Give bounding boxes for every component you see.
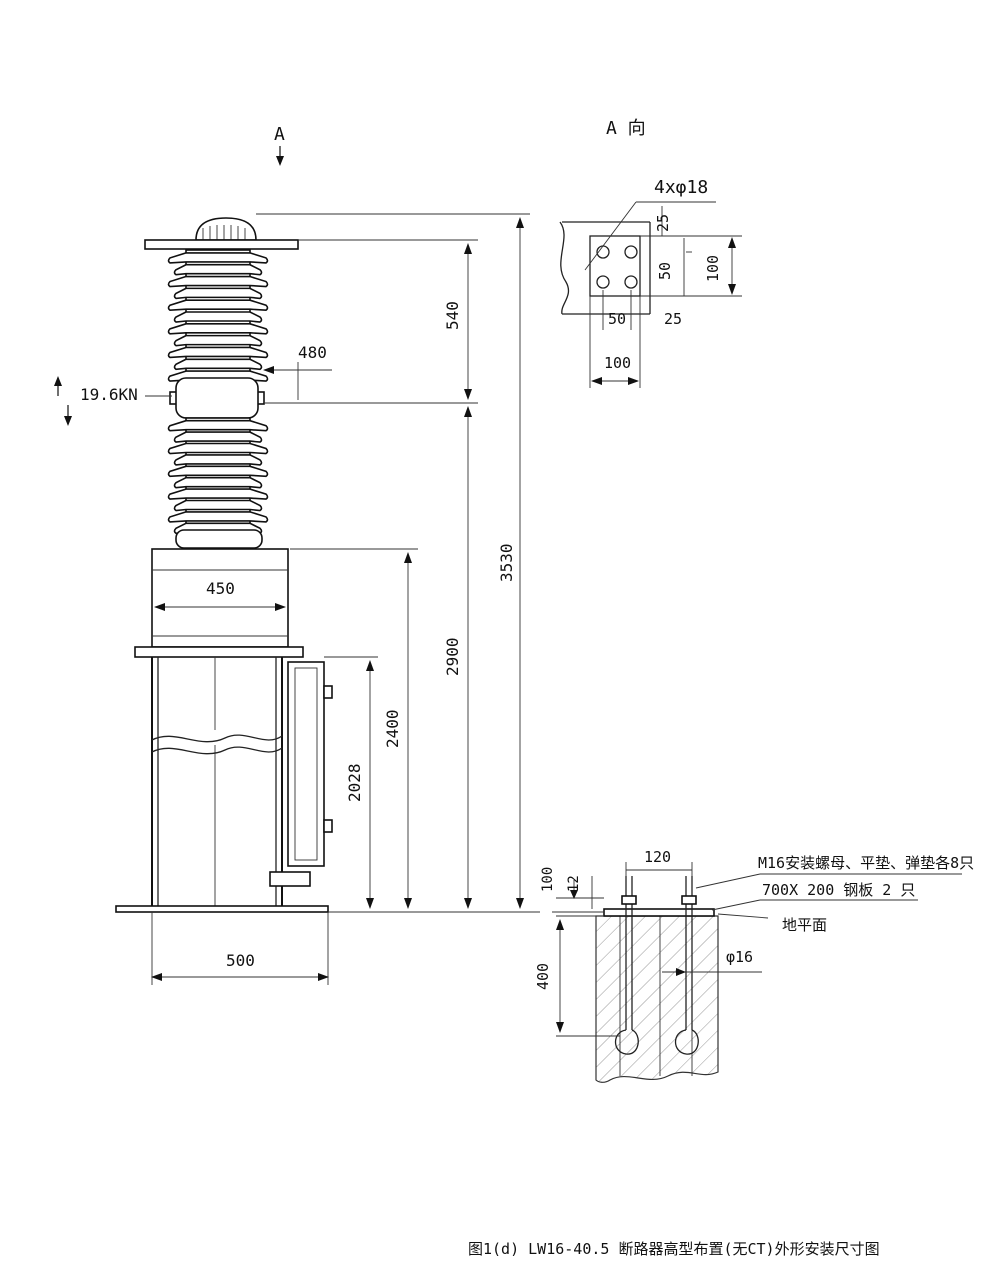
insulator-shed <box>167 465 269 478</box>
dim-12-label: 12 <box>566 875 582 892</box>
operating-box-inner <box>294 667 318 861</box>
insulator-shed <box>173 454 263 466</box>
insulator-shed <box>167 511 269 523</box>
dim-2900-label: 2900 <box>443 637 462 676</box>
dim-500-label: 500 <box>226 951 255 970</box>
dim-3530-label: 3530 <box>497 543 516 582</box>
insulator-shed <box>173 334 263 347</box>
insulator-shed <box>167 299 269 311</box>
dim-120-label: 120 <box>644 848 671 866</box>
insulator-upper <box>167 249 269 382</box>
concrete-block <box>595 915 719 1083</box>
bolt-hole <box>624 275 638 289</box>
insulator-shed <box>173 358 263 371</box>
note-plate-leader <box>711 899 761 911</box>
insulator-shed <box>167 323 269 335</box>
insulator-lower <box>167 417 269 535</box>
view-a-d25-top: 25 <box>654 214 672 232</box>
view-a-title: A 向 <box>606 118 646 139</box>
terminal-plate-top <box>144 239 299 250</box>
insulator-shed <box>173 311 263 323</box>
insulator-shed <box>167 442 269 455</box>
insulator-bottom-collar <box>175 529 263 549</box>
steel-plate <box>603 908 715 917</box>
view-a-d100-right: 100 <box>704 255 722 282</box>
box-foot <box>269 871 311 887</box>
holes-leader <box>584 201 637 271</box>
insulator-shed <box>167 252 269 264</box>
break-line-upper <box>151 734 283 743</box>
holes-label: 4xφ18 <box>654 177 708 198</box>
support-frame <box>151 657 283 906</box>
base-flange <box>134 646 304 658</box>
housing <box>151 548 289 648</box>
insulator-shed <box>173 476 263 489</box>
load-label: 19.6KN <box>80 385 138 404</box>
dim-2400-label: 2400 <box>383 709 402 748</box>
bolt-hole <box>624 245 638 259</box>
insulator-shed <box>173 287 263 300</box>
hole-pattern-outline <box>589 235 641 297</box>
insulator-shed <box>167 488 269 500</box>
insulator-shed <box>167 275 269 288</box>
box-hinge-bottom <box>323 819 333 833</box>
dim-480-label: 480 <box>298 343 327 362</box>
view-marker-label: A <box>274 124 285 145</box>
terminal-dome <box>195 217 257 241</box>
dim-540-label: 540 <box>443 301 462 330</box>
insulator-shed <box>167 419 269 432</box>
base-plate <box>115 905 329 913</box>
insulator-shed <box>173 499 263 512</box>
nut-left <box>621 895 637 905</box>
break-line-lower <box>151 746 283 755</box>
view-a-d25-bottom: 25 <box>664 310 682 328</box>
dim-100-label: 100 <box>540 867 556 892</box>
note-ground: 地平面 <box>782 916 827 934</box>
box-hinge-top <box>323 685 333 699</box>
dim-2028-label: 2028 <box>345 763 364 802</box>
terminal-fins <box>202 225 246 240</box>
figure-caption: 图1(d) LW16-40.5 断路器高型布置(无CT)外形安装尺寸图 <box>468 1240 880 1258</box>
insulator-shed <box>173 431 263 443</box>
plate-break-line <box>559 221 570 315</box>
rod-label: φ16 <box>726 948 753 966</box>
view-a-d100-bottom: 100 <box>604 354 631 372</box>
foundation-detail: 120 100 12 400 φ16 M16安装螺母、平垫、弹垫各8只 700X… <box>534 848 974 1083</box>
insulator-shed <box>167 346 269 359</box>
dim-400-label: 400 <box>534 963 552 990</box>
dim-450-label: 450 <box>206 579 235 598</box>
breaker-elevation: A <box>54 124 540 985</box>
note-bolts-leader <box>695 873 761 889</box>
insulator-middle-collar <box>175 377 259 419</box>
view-marker-arrowhead <box>276 156 284 166</box>
bolt-hole <box>596 275 610 289</box>
note-bolts: M16安装螺母、平垫、弹垫各8只 <box>758 854 974 872</box>
view-a: A 向 4xφ18 25 50 100 50 25 <box>559 118 742 388</box>
note-plate: 700X 200 钢板 2 只 <box>762 881 915 899</box>
note-ground-leader <box>717 913 769 919</box>
view-a-d50-right: 50 <box>656 262 674 280</box>
insulator-shed <box>173 263 263 276</box>
extension-lines <box>256 213 540 913</box>
nut-right <box>681 895 697 905</box>
operating-box <box>287 661 325 867</box>
view-a-d50-bottom: 50 <box>608 310 626 328</box>
